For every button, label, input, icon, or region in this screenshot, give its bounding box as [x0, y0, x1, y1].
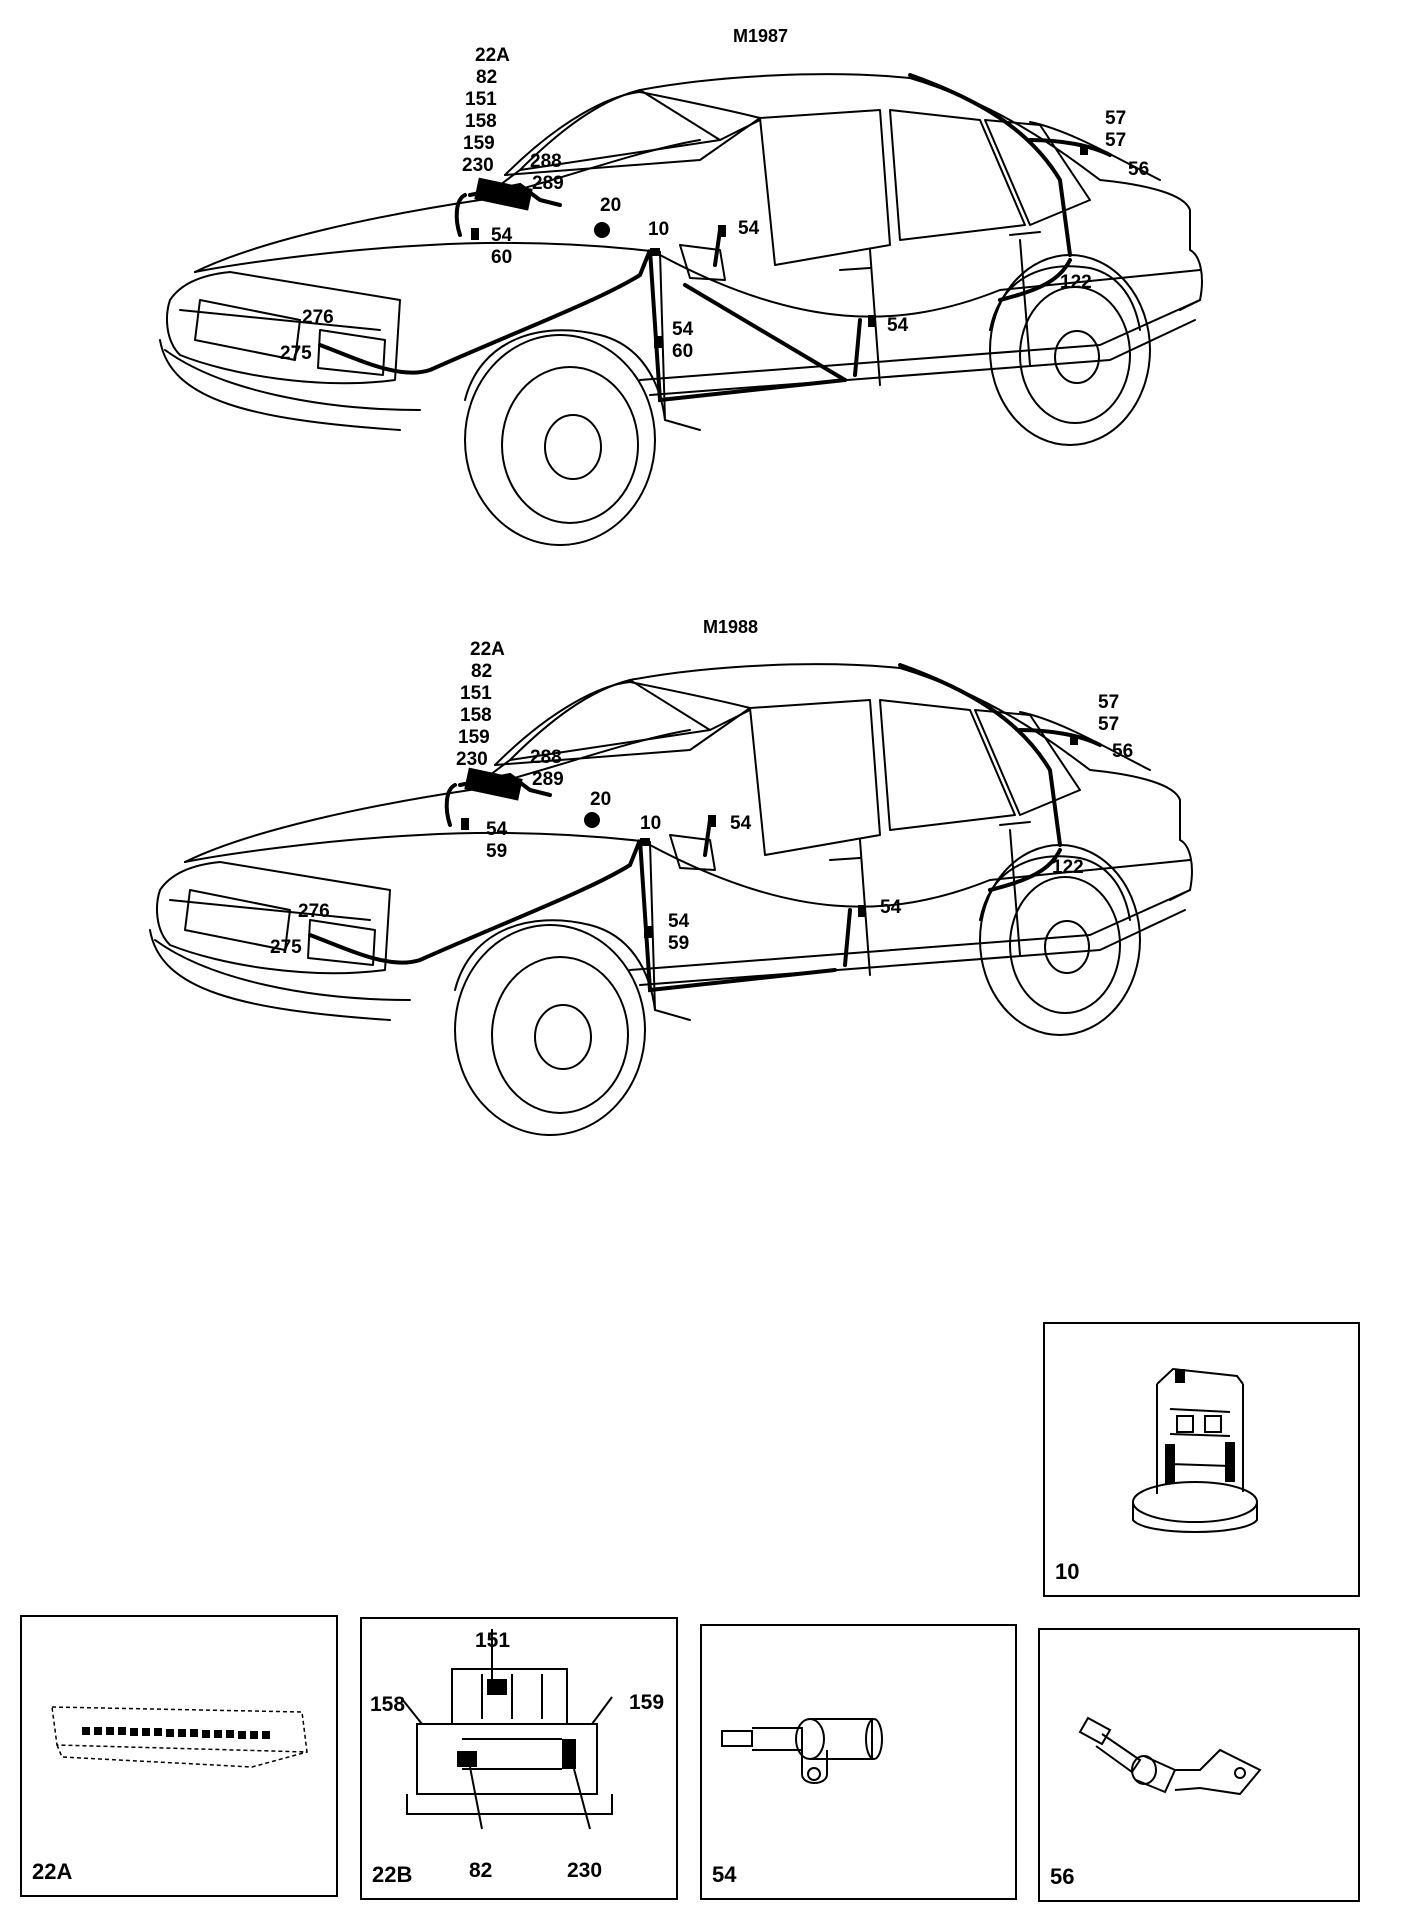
label-158: 158 [460, 705, 492, 726]
detail-tag: 22B [372, 1862, 413, 1887]
label-54-b: 54 [738, 218, 760, 239]
connector-10-illustration [1132, 1367, 1258, 1533]
label-60-a: 60 [491, 247, 513, 268]
label-56: 56 [1112, 741, 1134, 762]
label-54-b: 54 [730, 813, 752, 834]
label-82: 82 [471, 661, 493, 682]
label-276: 276 [302, 307, 334, 328]
label-82: 82 [476, 67, 498, 88]
detail-tag: 22A [32, 1859, 73, 1884]
label-10: 10 [640, 813, 662, 834]
label-22a: 22A [475, 45, 510, 66]
detail-box-22a: 22A [20, 1615, 338, 1897]
label-57-a: 57 [1105, 108, 1127, 129]
model-label: M1987 [733, 26, 789, 46]
detail-tag: 54 [712, 1862, 737, 1887]
detail-tag: 56 [1050, 1864, 1075, 1889]
label-275: 275 [270, 937, 302, 958]
label-56: 56 [1128, 159, 1150, 180]
model-label: M1988 [703, 617, 759, 637]
label-54-d: 54 [887, 315, 909, 336]
label-10: 10 [648, 219, 670, 240]
label-276: 276 [298, 901, 330, 922]
label-158: 158 [465, 111, 497, 132]
detail-label-230: 230 [567, 1859, 603, 1882]
label-230: 230 [462, 155, 494, 176]
car-illustration-m1987 [159, 73, 1203, 546]
label-57-b: 57 [1098, 714, 1120, 735]
label-54-c: 54 [672, 319, 694, 340]
label-22a: 22A [470, 639, 505, 660]
label-54-a: 54 [486, 819, 508, 840]
label-151: 151 [460, 683, 492, 704]
label-20: 20 [600, 195, 622, 216]
label-54-a: 54 [491, 225, 513, 246]
label-57-b: 57 [1105, 130, 1127, 151]
label-289: 289 [532, 173, 564, 194]
label-57-a: 57 [1098, 692, 1120, 713]
label-59-c: 59 [668, 933, 690, 954]
label-159: 159 [463, 133, 495, 154]
label-159: 159 [458, 727, 490, 748]
label-275: 275 [280, 343, 312, 364]
detail-label-82: 82 [469, 1859, 493, 1882]
detail-box-54: 54 [700, 1624, 1017, 1900]
label-122: 122 [1052, 857, 1084, 878]
wiring-diagram-m1987: M1987 22A 82 151 158 159 230 288 289 20 … [0, 0, 1408, 560]
label-122: 122 [1060, 272, 1092, 293]
label-230: 230 [456, 749, 488, 770]
connector-22a-illustration [51, 1706, 308, 1768]
label-54-c: 54 [668, 911, 690, 932]
switch-56-illustration [1078, 1716, 1262, 1796]
detail-label-158: 158 [370, 1693, 406, 1716]
connector-22b-illustration [401, 1629, 613, 1830]
detail-label-159: 159 [629, 1691, 665, 1714]
detail-box-22b: 151 158 159 82 230 22B [360, 1617, 678, 1900]
label-54-d: 54 [880, 897, 902, 918]
label-289: 289 [532, 769, 564, 790]
label-59-a: 59 [486, 841, 508, 862]
detail-label-151: 151 [475, 1629, 511, 1652]
label-151: 151 [465, 89, 497, 110]
detail-box-56: 56 [1038, 1628, 1360, 1902]
switch-54-illustration [721, 1718, 883, 1784]
label-288: 288 [530, 151, 562, 172]
label-20: 20 [590, 789, 612, 810]
detail-box-10: 10 [1043, 1322, 1360, 1597]
detail-tag: 10 [1055, 1559, 1080, 1584]
wiring-diagram-m1988: M1988 22A 82 151 158 159 230 288 289 20 … [0, 590, 1408, 1150]
car-illustration-m1988 [149, 663, 1193, 1136]
label-288: 288 [530, 747, 562, 768]
label-60-c: 60 [672, 341, 694, 362]
